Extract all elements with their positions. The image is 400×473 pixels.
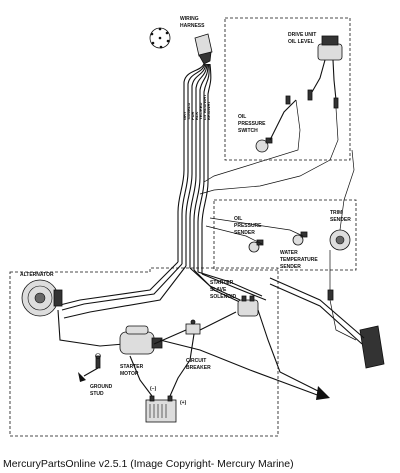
wire-color-label-gry: GRY: [182, 111, 187, 120]
starter-motor-label-2: MOTOR: [120, 371, 139, 377]
water-temp-sender-label-1: WATER: [280, 250, 298, 256]
wire-color-label-blk: BLK: [194, 112, 199, 120]
drive-unit-area-box: [224, 17, 351, 161]
oil-pressure-sender-icon: [248, 239, 264, 253]
starter-motor-icon: [119, 325, 163, 355]
starter-motor-label-1: STARTER: [120, 364, 144, 370]
wire-color-label-yel-red: YEL/RED: [198, 103, 203, 120]
wire-color-label-tan-blu: TAN/BLU: [186, 103, 191, 120]
battery-icon: [145, 395, 177, 423]
harness-plug-icon: [269, 277, 385, 369]
harness-bundle: [177, 63, 212, 274]
drive-unit-label-1: DRIVE UNIT: [288, 32, 316, 38]
wire-color-label-brn-wht: BRN/WHT: [206, 101, 211, 120]
harness-connector: [149, 27, 213, 65]
circuit-breaker-label-2: BREAKER: [186, 365, 211, 371]
starter-slave-solenoid-icon: [237, 295, 259, 317]
water-temp-sender-label-2: TEMPERATURE: [280, 257, 318, 263]
oil-pressure-sender-label-2: PRESSURE: [234, 223, 262, 229]
drive-unit-label-2: OIL LEVEL: [288, 39, 314, 45]
ground-stud-icon: [78, 353, 101, 382]
image-caption: MercuryPartsOnline v2.5.1 (Image Copyrig…: [3, 458, 294, 470]
trim-sender-label-2: SENDER: [330, 217, 351, 223]
water-temperature-sender-icon: [292, 231, 308, 246]
harness-wire-color-labels: GRY TAN/BLU PUR BLK YEL/RED LIT BLU/WHT …: [182, 94, 211, 120]
alternator-label: ALTERNATOR: [20, 272, 54, 278]
circuit-breaker-label-1: CIRCUIT: [186, 358, 206, 364]
wiring-harness-label-2: HARNESS: [180, 23, 205, 29]
ground-stud-label-1: GROUND: [90, 384, 113, 390]
sender-area-box: [213, 199, 357, 271]
wiring-harness-label-1: WIRING: [180, 16, 199, 22]
engine-area-box: [9, 267, 279, 437]
water-temp-sender-label-3: SENDER: [280, 264, 301, 270]
alternator-icon: [21, 279, 63, 317]
trim-sender-icon: [329, 229, 351, 251]
oil-pressure-switch-label-2: PRESSURE: [238, 121, 266, 127]
oil-pressure-sender-label-3: SENDER: [234, 230, 255, 236]
ground-stud-label-2: STUD: [90, 391, 104, 397]
oil-pressure-switch-label-1: OIL: [238, 114, 246, 120]
solenoid-label-2: SLAVE: [210, 287, 227, 293]
circuit-breaker-icon: [185, 319, 201, 335]
solenoid-label-3: SOLENOID: [210, 294, 237, 300]
oil-pressure-switch-label-3: SWITCH: [238, 128, 258, 134]
trim-sender-label-1: TRIM: [330, 210, 342, 216]
solenoid-label-1: STARTER: [210, 280, 234, 286]
drive-unit-oil-level-icon: [307, 35, 343, 109]
oil-pressure-switch-icon: [255, 95, 297, 153]
battery-positive-label: (+): [180, 400, 187, 406]
wire-color-label-lit-blu-wht: LIT BLU/WHT: [202, 94, 207, 120]
oil-pressure-sender-label-1: OIL: [234, 216, 242, 222]
battery-negative-label: (−): [150, 386, 157, 392]
wire-color-label-pur: PUR: [190, 111, 195, 120]
wire-arrow-icon: [316, 386, 330, 400]
